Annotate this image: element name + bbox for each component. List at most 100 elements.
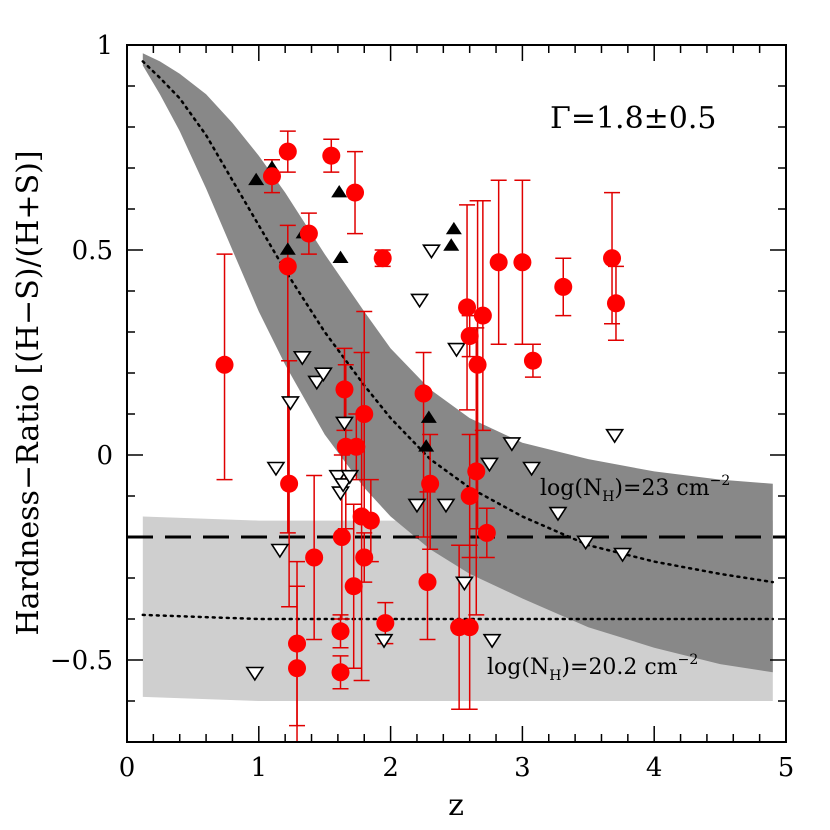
red-data-point: [421, 474, 440, 493]
red-data-point: [418, 573, 437, 592]
x-tick-label: 4: [646, 753, 663, 783]
nh20-label: log(NH)=20.2 cm−2: [487, 652, 698, 684]
red-data-point: [346, 183, 365, 202]
nh20-label-pre: log(N: [487, 655, 549, 680]
open-down-triangle: [307, 375, 327, 391]
red-data-point: [278, 257, 297, 276]
nh20-label-mid: )=20.2 cm: [561, 655, 677, 680]
red-data-point: [468, 355, 487, 374]
nh23-label-pre: log(N: [540, 476, 602, 501]
red-data-point: [332, 528, 351, 546]
nh20-label-sup: −2: [678, 652, 699, 668]
open-down-triangle: [522, 461, 542, 477]
red-data-point: [513, 253, 532, 272]
x-axis-title: z: [448, 788, 464, 823]
open-down-triangle: [502, 437, 522, 452]
x-tick-label: 3: [514, 753, 531, 783]
filled-up-triangle: [279, 242, 296, 255]
nh23-label-sub: H: [602, 489, 614, 505]
red-data-point: [554, 277, 573, 296]
open-down-triangle: [280, 396, 300, 411]
red-data-point: [489, 253, 508, 272]
open-down-triangle: [328, 469, 348, 485]
red-data-point: [467, 462, 486, 481]
open-down-triangle: [605, 428, 625, 444]
open-down-triangle: [454, 576, 474, 592]
red-data-point: [606, 294, 625, 313]
red-data-point: [473, 306, 492, 325]
red-data-point: [355, 405, 374, 423]
open-down-triangle: [410, 293, 430, 309]
red-data-point: [262, 167, 281, 186]
nh23-label: log(NH)=23 cm−2: [540, 473, 730, 505]
red-data-point: [603, 249, 622, 268]
y-tick-label: 1: [96, 31, 113, 61]
open-down-triangle: [245, 666, 265, 682]
open-down-triangle: [482, 633, 502, 649]
filled-up-triangle: [332, 250, 349, 263]
nh23-label-mid: )=23 cm: [614, 476, 709, 501]
gamma-annotation: Γ=1.8±0.5: [550, 101, 717, 136]
band-logNH_23: [142, 53, 773, 673]
x-tick-label: 1: [251, 753, 268, 783]
red-data-point: [305, 548, 324, 567]
red-data-point: [347, 437, 366, 456]
axes-box: [126, 44, 787, 743]
red-data-point: [331, 663, 350, 682]
filled-up-triangle: [248, 172, 265, 186]
red-data-point: [335, 380, 354, 399]
open-down-triangle: [266, 461, 286, 477]
red-data-point: [414, 384, 433, 403]
red-data-point: [460, 327, 479, 346]
x-tick-label: 2: [382, 753, 399, 783]
red-data-point: [299, 224, 318, 243]
red-data-point: [322, 146, 341, 165]
y-tick-label: 0: [96, 441, 113, 471]
data-markers: [215, 142, 633, 682]
y-tick-label: 0.5: [72, 236, 113, 266]
open-down-triangle: [576, 535, 596, 551]
red-data-point: [361, 511, 380, 530]
filled-up-triangle: [445, 221, 462, 235]
red-data-point: [288, 659, 307, 678]
open-down-triangle: [313, 367, 333, 383]
red-data-point: [280, 474, 299, 493]
open-down-triangle: [447, 342, 466, 358]
open-down-triangle: [270, 543, 290, 559]
open-down-triangle: [374, 633, 394, 649]
open-down-triangle: [613, 547, 633, 563]
red-data-point: [355, 548, 374, 567]
red-data-point: [344, 577, 363, 596]
nh-bands: [142, 53, 773, 701]
red-data-point: [460, 487, 479, 505]
open-down-triangle: [479, 457, 499, 473]
open-down-triangle: [333, 478, 353, 493]
red-data-point: [215, 355, 234, 374]
open-down-triangle: [292, 350, 312, 366]
open-down-triangle: [340, 469, 360, 485]
red-data-point: [376, 614, 395, 633]
nh23-label-sup: −2: [710, 473, 731, 489]
open-down-triangle: [548, 506, 568, 522]
red-data-point: [278, 142, 297, 161]
red-data-point: [331, 622, 350, 641]
red-data-point: [477, 523, 496, 542]
open-down-triangle: [436, 498, 456, 514]
filled-up-triangle: [420, 410, 437, 423]
open-down-triangle: [407, 498, 427, 514]
nh20-label-sub: H: [549, 668, 561, 684]
tick-labels: 0 1 2 3 4 5 −0.5 0 0.5 1: [50, 31, 794, 783]
open-down-triangle: [335, 416, 354, 432]
red-data-point: [458, 298, 477, 317]
red-data-point: [373, 249, 392, 268]
red-data-point: [460, 618, 479, 637]
x-tick-label: 5: [778, 753, 795, 783]
y-axis-title: Hardness−Ratio [(H−S)/(H+S)]: [11, 150, 46, 635]
filled-up-triangle: [331, 185, 348, 198]
x-tick-label: 0: [119, 753, 136, 783]
red-data-point: [288, 634, 307, 653]
y-tick-label: −0.5: [50, 646, 113, 676]
filled-up-triangle: [443, 238, 460, 251]
red-data-point: [523, 351, 542, 370]
